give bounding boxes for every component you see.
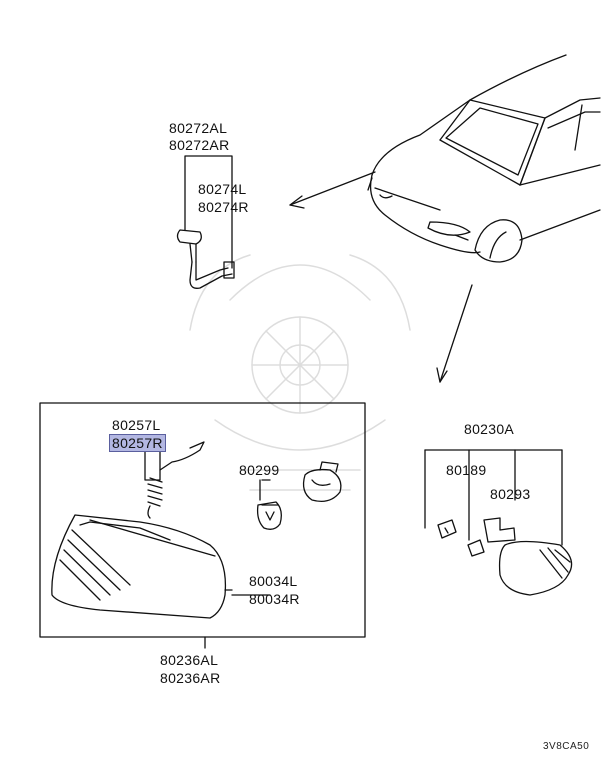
watermark-logo [189, 254, 411, 491]
part-label-80257L: 80257L [112, 417, 161, 433]
part-label-80293: 80293 [490, 486, 531, 502]
part-label-80034R: 80034R [249, 591, 300, 607]
part-label-80034L: 80034L [249, 573, 298, 589]
part-label-80272AR: 80272AR [169, 137, 230, 153]
socket-harness [176, 155, 235, 289]
car-illustration [367, 54, 601, 263]
part-label-80236AL: 80236AL [160, 652, 219, 668]
part-label-80236AR: 80236AR [160, 670, 221, 686]
bulb-part [256, 461, 342, 530]
leader-lines [231, 479, 271, 596]
assembly-frame [39, 402, 366, 638]
part-label-80299: 80299 [239, 462, 280, 478]
part-label-80272AL: 80272AL [169, 120, 228, 136]
lamp-housing [51, 514, 233, 619]
part-label-80274R: 80274R [198, 199, 249, 215]
part-label-80189: 80189 [446, 462, 487, 478]
part-label-80230A: 80230A [464, 421, 515, 437]
part-label-80274L: 80274L [198, 181, 247, 197]
callout-arrows [289, 171, 473, 383]
spring-part [144, 441, 205, 519]
side-marker-assembly [424, 449, 573, 596]
diagram-code: 3V8CA50 [543, 741, 590, 752]
part-label-80257R-highlighted[interactable]: 80257R [109, 434, 166, 452]
